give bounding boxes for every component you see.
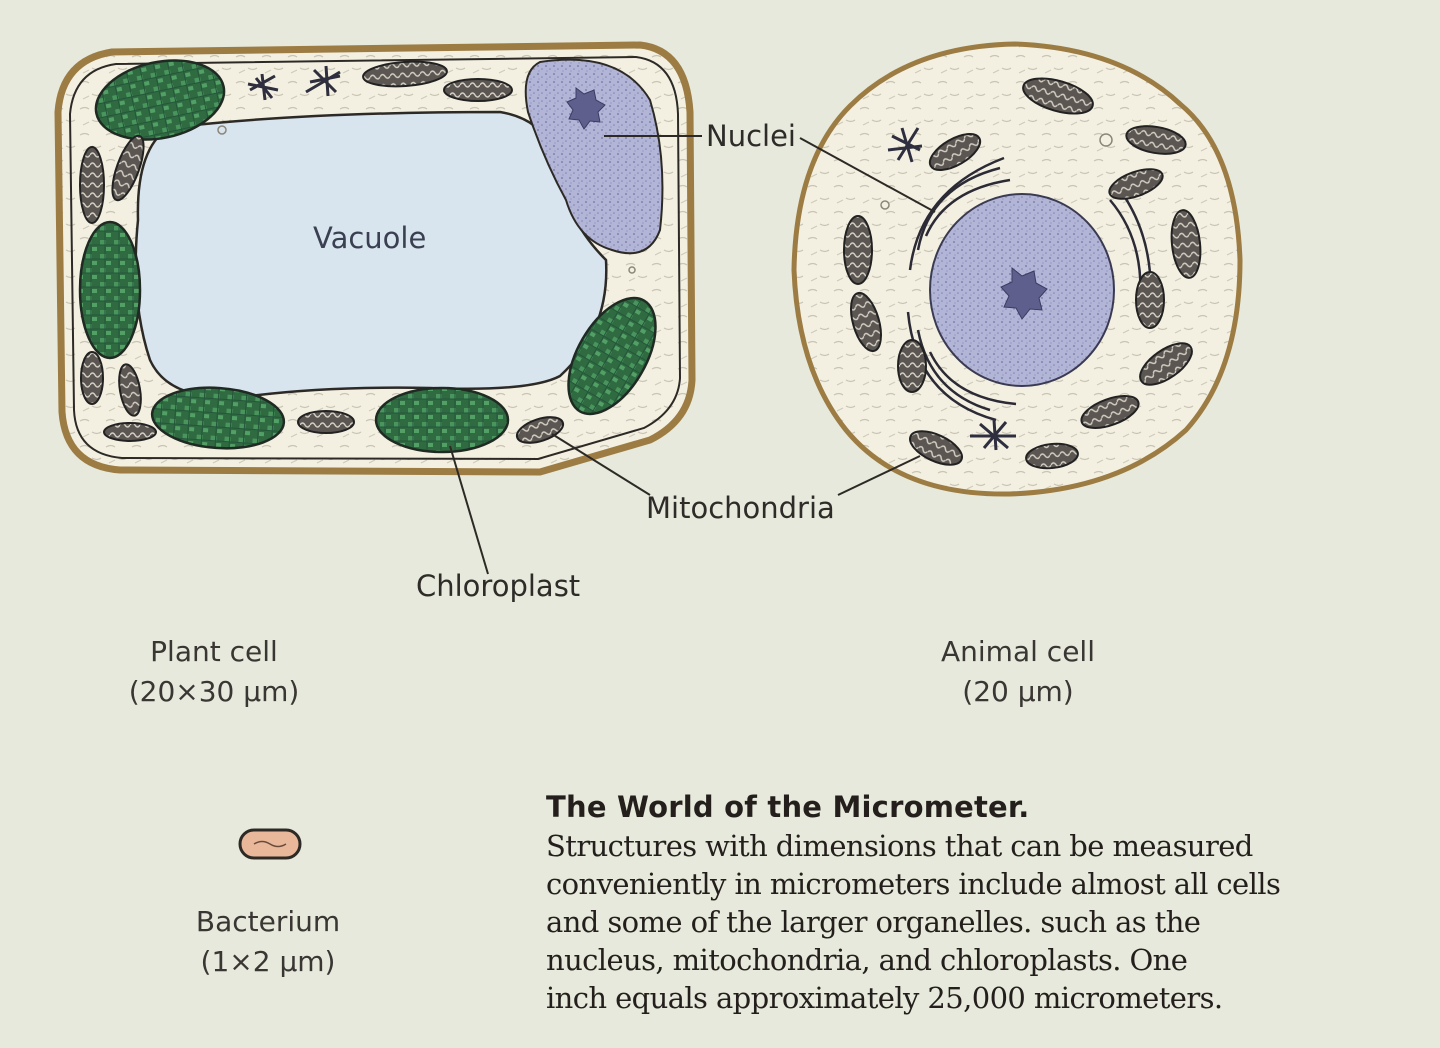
- golgi-apparatus: [906, 156, 1153, 422]
- mitochondrion: [1025, 442, 1079, 470]
- bacterium-size: (1×2 μm): [200, 945, 336, 978]
- mitochondrion: [118, 363, 142, 417]
- animal-cell-name: Animal cell: [941, 635, 1095, 668]
- animal-cell-size: (20 μm): [962, 675, 1074, 708]
- vesicle: [880, 200, 890, 210]
- centriole: [247, 73, 279, 101]
- centriole: [887, 127, 923, 163]
- mitochondrion: [297, 410, 355, 434]
- chloroplast: [150, 386, 286, 450]
- bacterium: [238, 828, 302, 860]
- mitochondrion: [1125, 125, 1187, 155]
- vacuole-label: Vacuole: [313, 221, 427, 255]
- chloroplast-label: Chloroplast: [416, 569, 581, 603]
- caption-line: and some of the larger organelles. such …: [546, 905, 1201, 939]
- animal-nucleolus: [1000, 266, 1048, 320]
- plant-cell: [54, 41, 696, 476]
- caption-title: The World of the Micrometer.: [546, 790, 1030, 824]
- caption-body: Structures with dimensions that can be m…: [546, 827, 1406, 1017]
- centriole: [305, 65, 341, 97]
- caption-line: inch equals approximately 25,000 microme…: [546, 981, 1223, 1015]
- caption-line: conveniently in micrometers include almo…: [546, 867, 1281, 901]
- vesicle: [1099, 133, 1113, 147]
- mitochondrion: [1135, 271, 1165, 329]
- mitochondrion: [1139, 342, 1193, 386]
- mitochondrion: [111, 134, 145, 202]
- plant-cell-size: (20×30 μm): [128, 675, 300, 708]
- mitochondria-label: Mitochondria: [646, 491, 835, 525]
- vacuole: [134, 110, 608, 399]
- chloroplast: [94, 59, 226, 141]
- plant-nucleus: [524, 58, 664, 255]
- chloroplast-leader: [449, 445, 489, 575]
- mitochondrion: [843, 215, 873, 285]
- mitochondrion: [515, 416, 565, 444]
- mitochondria-leader-plant: [551, 433, 651, 496]
- mitochondrion: [103, 422, 157, 442]
- bacterium-dna: [253, 840, 287, 848]
- caption-line: Structures with dimensions that can be m…: [546, 829, 1253, 863]
- mitochondrion: [362, 60, 448, 88]
- mitochondrion: [1022, 77, 1094, 115]
- mitochondrion: [79, 146, 105, 224]
- centriole: [970, 419, 1016, 451]
- vesicle: [628, 266, 636, 274]
- plant-nucleolus: [566, 87, 606, 130]
- figure-caption: The World of the Micrometer. Structures …: [546, 787, 1406, 1017]
- vesicle: [217, 125, 227, 135]
- mitochondrion: [850, 291, 882, 353]
- bacterium-name: Bacterium: [195, 905, 341, 938]
- mitochondria-leader-animal: [837, 455, 921, 496]
- nuclei-label: Nuclei: [706, 119, 796, 153]
- leader-lines: [449, 135, 936, 575]
- chloroplast: [78, 220, 142, 360]
- mitochondrion: [909, 430, 963, 466]
- plant-cell-name: Plant cell: [150, 635, 278, 668]
- chloroplast: [567, 296, 657, 416]
- animal-cell-caption: Animal cell (20 μm): [898, 632, 1138, 712]
- mitochondrion: [1108, 168, 1164, 200]
- mitochondrion: [928, 133, 982, 171]
- nuclei-leader-animal: [799, 137, 936, 213]
- plant-cell-caption: Plant cell (20×30 μm): [94, 632, 334, 712]
- mitochondrion: [1170, 209, 1202, 279]
- mitochondrion: [1080, 395, 1140, 429]
- animal-cell: [791, 41, 1243, 497]
- mitochondrion: [897, 339, 927, 393]
- mitochondrion: [443, 78, 513, 102]
- chloroplast: [374, 386, 510, 454]
- bacterium-caption: Bacterium (1×2 μm): [148, 902, 388, 982]
- caption-line: nucleus, mitochondria, and chloroplasts.…: [546, 943, 1188, 977]
- plant-cell-membrane: [68, 55, 682, 461]
- mitochondrion: [80, 351, 104, 405]
